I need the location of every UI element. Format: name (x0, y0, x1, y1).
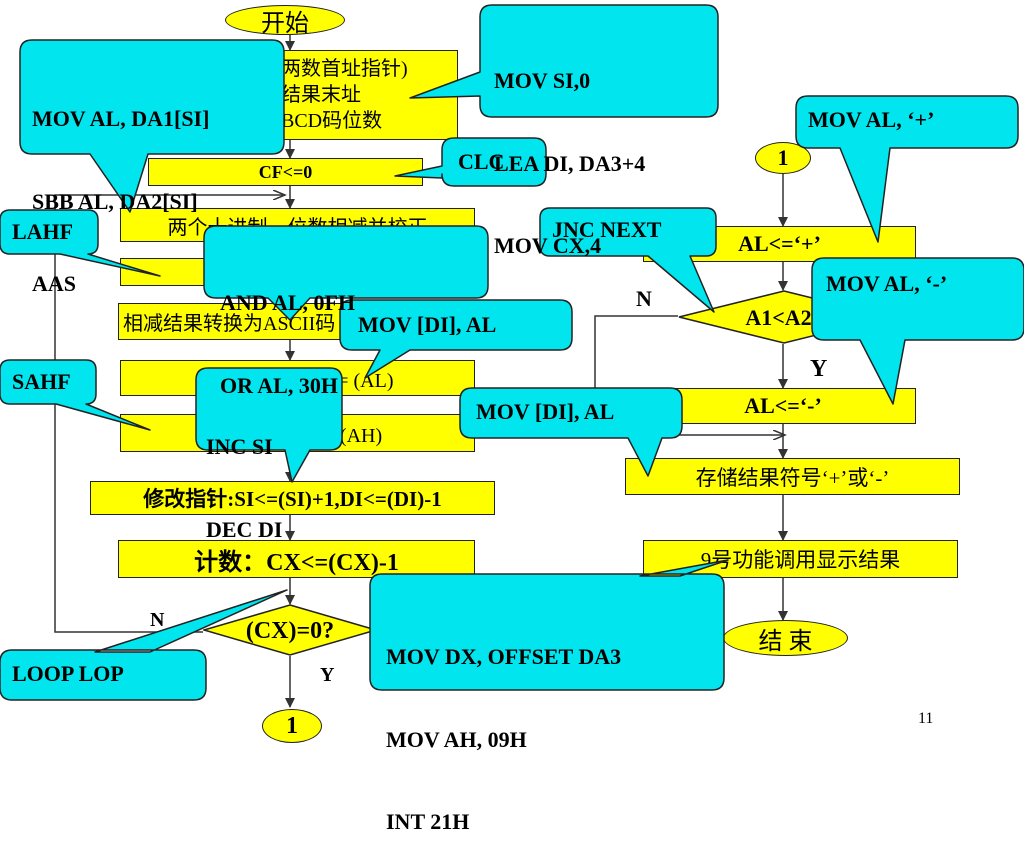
callout-int21-line-3: INT 21H (386, 809, 470, 834)
callout-movplus: MOV AL, ‘+’ (808, 107, 935, 132)
al-minus-label: AL<=‘-’ (744, 393, 822, 418)
callout-incdec: INC SI DEC DI (206, 378, 282, 571)
cx-zero-diamond: (CX)=0? (203, 604, 377, 656)
callout-andor-line-1: AND AL, 0FH (220, 290, 356, 315)
modify-pointer-label: 修改指针:SI<=(SI)+1,DI<=(DI)-1 (143, 487, 442, 511)
callout-loop: LOOP LOP (12, 661, 124, 686)
callout-incdec-line-1: INC SI (206, 434, 273, 459)
connector-left: 1 (262, 709, 322, 743)
modify-pointer-box: 修改指针:SI<=(SI)+1,DI<=(DI)-1 (90, 481, 495, 515)
callout-int21-line-1: MOV DX, OFFSET DA3 (386, 644, 622, 669)
init-pointers-box: 置两数首址指针) 置结果末址 置BCD码位数 (240, 50, 458, 140)
end-label: 结 束 (758, 628, 813, 655)
count-label: 计数：CX<=(CX)-1 (194, 549, 399, 576)
al-plus-box: AL<=‘+’ (643, 226, 916, 262)
compare-label: A1<A2? (745, 305, 822, 330)
callout-clc: CLC (458, 149, 505, 174)
al-plus-label: AL<=‘+’ (738, 231, 821, 256)
loop-n-label: N (150, 609, 165, 631)
compare-n-label: N (636, 286, 652, 311)
init-line-1: 置两数首址指针) (261, 58, 408, 80)
display-result-label: 9号功能调用显示结果 (700, 548, 901, 572)
callout-init: MOV SI,0 LEA DI, DA3+4 MOV CX,4 (494, 12, 645, 287)
compare-y-label: Y (810, 356, 828, 382)
callout-lahf: LAHF (12, 219, 74, 244)
init-line-2: 置结果末址 (261, 84, 361, 106)
clear-cf-label: CF<=0 (258, 161, 313, 182)
connector-right: 1 (755, 142, 811, 174)
count-box: 计数：CX<=(CX)-1 (118, 540, 475, 578)
callout-movdi-left: MOV [DI], AL (358, 312, 497, 337)
connector-right-label: 1 (777, 145, 789, 170)
callout-incdec-line-2: DEC DI (206, 516, 283, 542)
callout-mov-sub-line-1: MOV AL, DA1[SI] (32, 106, 210, 131)
page-number: 11 (918, 710, 934, 727)
callout-mov-sub-line-2: SBB AL, DA2[SI] (32, 188, 198, 214)
callout-sahf: SAHF (12, 369, 71, 394)
callout-movdi-right: MOV [DI], AL (476, 399, 615, 424)
loop-y-label: Y (320, 664, 335, 686)
callout-init-line-1: MOV SI,0 (494, 68, 591, 93)
callout-jnc: JNC NEXT (552, 217, 662, 242)
connector-left-label: 1 (286, 712, 298, 739)
callout-int21: MOV DX, OFFSET DA3 MOV AH, 09H INT 21H (386, 588, 621, 863)
cx-zero-label: (CX)=0? (246, 618, 334, 644)
end-terminal: 结 束 (723, 620, 848, 656)
callout-movminus: MOV AL, ‘-’ (826, 271, 948, 296)
al-minus-box: AL<=‘-’ (650, 388, 916, 424)
callout-mov-sub: MOV AL, DA1[SI] SBB AL, DA2[SI] AAS (32, 50, 209, 325)
compare-diamond: A1<A2? (678, 290, 890, 344)
start-terminal: 开始 (225, 5, 345, 37)
init-line-3: 置BCD码位数 (261, 110, 383, 132)
callout-mov-sub-line-3: AAS (32, 271, 77, 296)
store-sign-box: 存储结果符号‘+’或‘-’ (625, 458, 960, 495)
store-sign-label: 存储结果符号‘+’或‘-’ (695, 465, 890, 490)
display-result-box: 9号功能调用显示结果 (643, 540, 958, 578)
callout-int21-line-2: MOV AH, 09H (386, 726, 527, 752)
callout-init-line-2: LEA DI, DA3+4 (494, 150, 646, 176)
start-label: 开始 (261, 10, 309, 37)
